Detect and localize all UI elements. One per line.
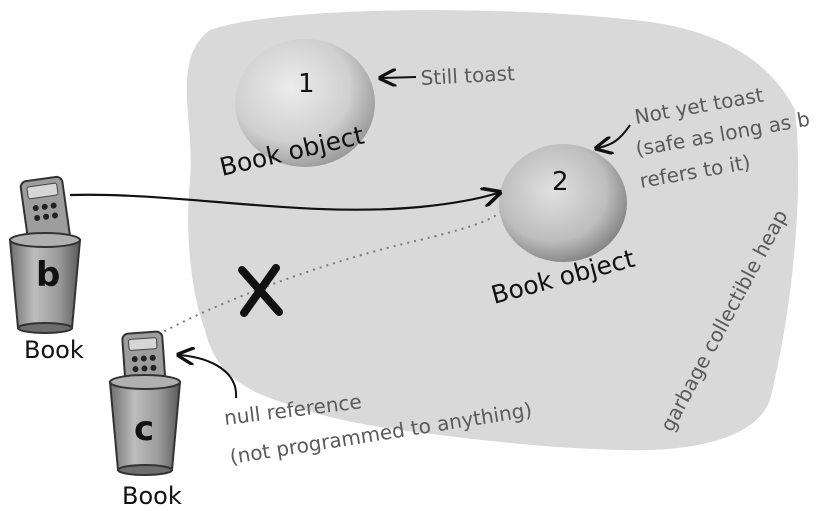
reference-b-type: Book: [24, 336, 84, 364]
object-number-2: 2: [552, 167, 569, 197]
reference-b: b Book: [8, 175, 84, 364]
former-reference-dotted-line: [151, 211, 501, 339]
remote-control-icon: [19, 175, 71, 246]
object-ball-2: [499, 144, 627, 262]
object-ball-1: [235, 39, 375, 167]
object-number-1: 1: [298, 69, 315, 99]
reference-c: c Book: [108, 330, 182, 510]
still-toast-arrow: [382, 77, 417, 78]
still-toast-annotation: Still toast: [382, 61, 515, 90]
reference-c-type: Book: [122, 482, 182, 510]
not-yet-toast-arrow: [598, 124, 631, 148]
null-reference-arrow: [180, 355, 238, 399]
cup-icon: [108, 374, 182, 476]
cup-icon: [8, 232, 82, 334]
x-mark-icon: [238, 264, 283, 317]
book-object-2: 2 Book object: [488, 144, 638, 310]
still-toast-text: Still toast: [420, 61, 515, 90]
reference-c-letter: c: [134, 409, 154, 449]
reference-arrow-b: [69, 193, 498, 211]
reference-b-letter: b: [36, 255, 60, 295]
